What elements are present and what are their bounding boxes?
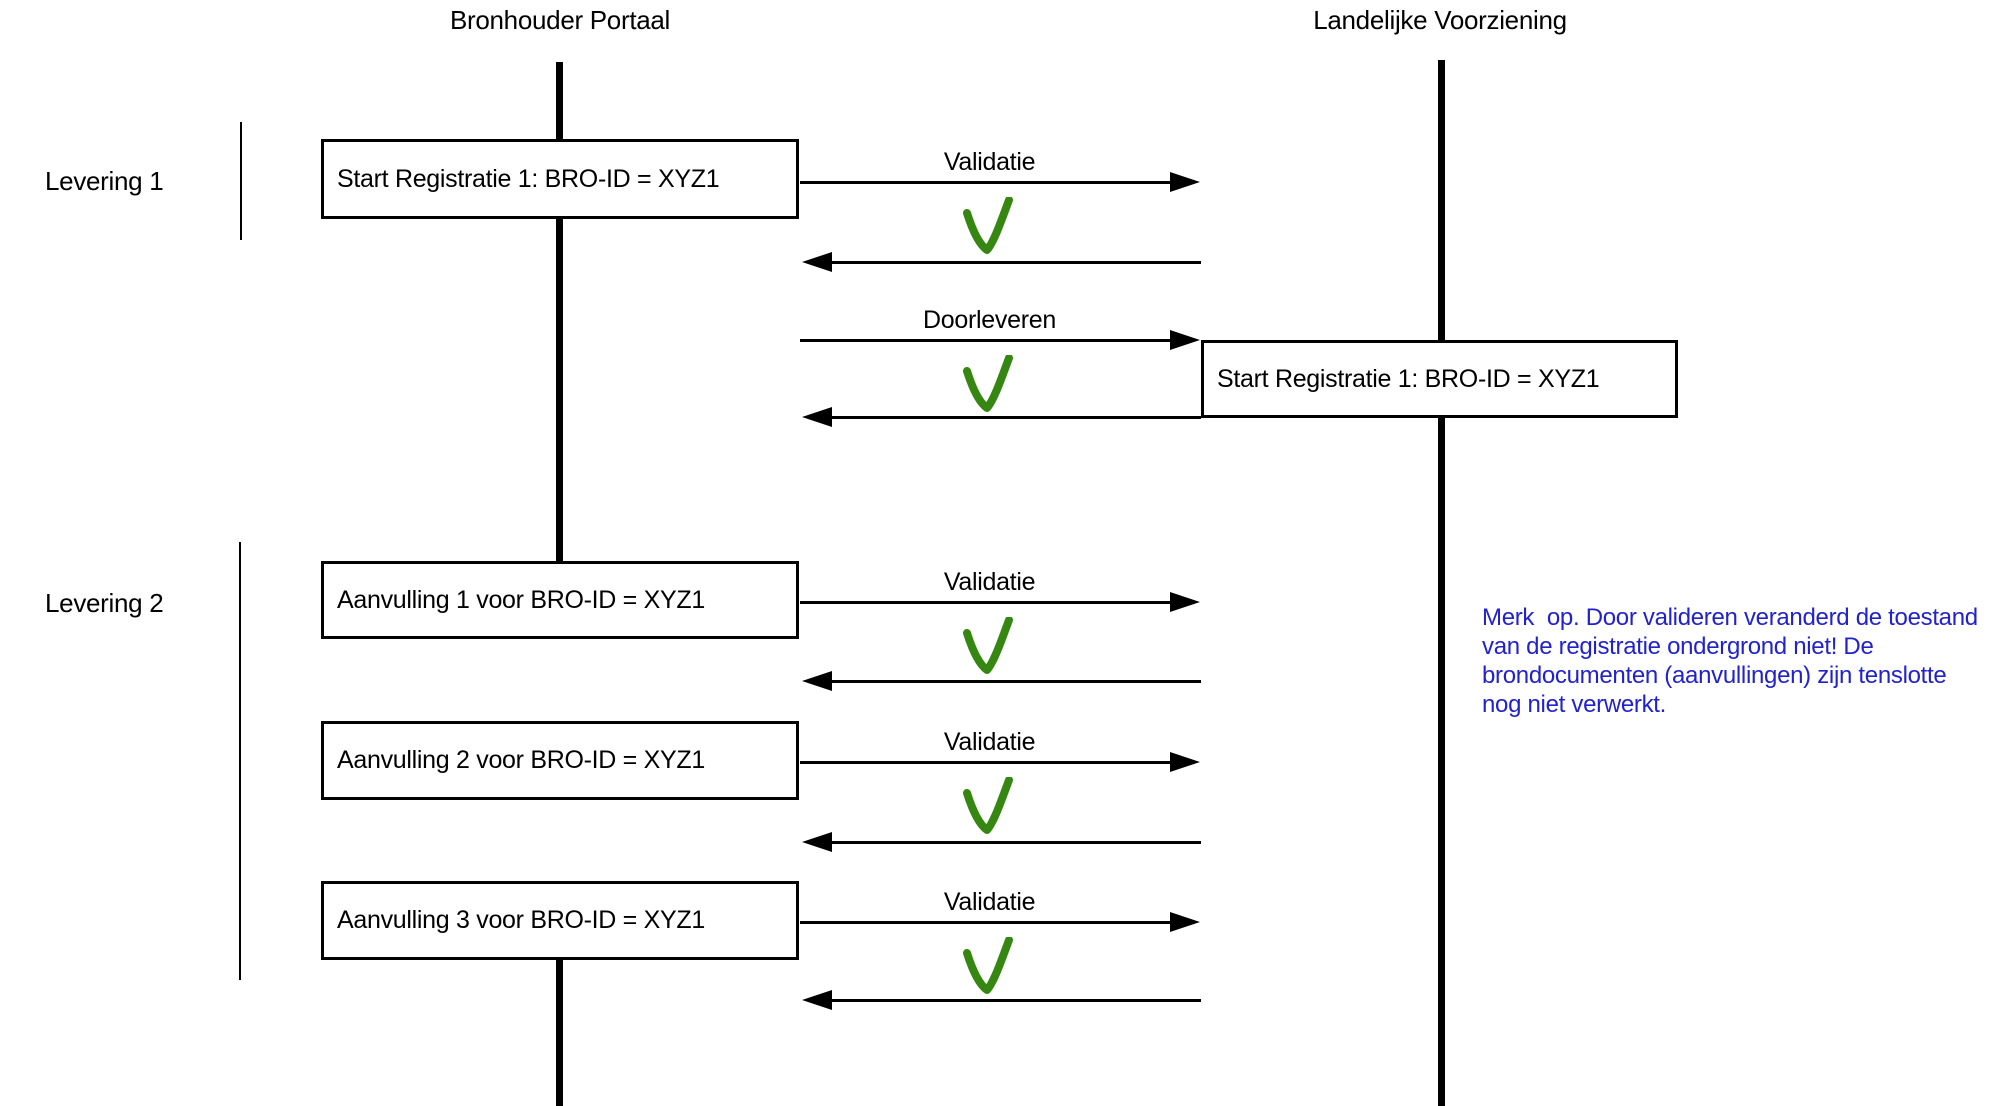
arrowhead-left-icon xyxy=(802,990,832,1010)
message-box-text: Start Registratie 1: BRO-ID = XYZ1 xyxy=(1217,364,1600,393)
checkmark-icon xyxy=(963,197,1013,254)
arrowhead-left-icon xyxy=(802,671,832,691)
response-arrow-line xyxy=(828,999,1201,1002)
lifeline-landelijke-segment xyxy=(1438,418,1445,1106)
message-label-validatie: Validatie xyxy=(943,888,1036,916)
arrowhead-right-icon xyxy=(1170,912,1200,932)
response-arrow-line xyxy=(828,416,1201,419)
message-label-doorleveren: Doorleveren xyxy=(923,306,1056,334)
note-line: van de registratie ondergrond niet! De xyxy=(1482,633,1874,660)
checkmark-icon xyxy=(963,777,1013,834)
message-box-start-registratie-right: Start Registratie 1: BRO-ID = XYZ1 xyxy=(1201,340,1678,418)
request-arrow-line xyxy=(800,761,1174,764)
lifeline-bronhouder-segment xyxy=(556,960,563,1106)
arrowhead-left-icon xyxy=(802,832,832,852)
lifeline-bronhouder-segment xyxy=(556,219,563,561)
arrowhead-right-icon xyxy=(1170,752,1200,772)
note-text: Merk op. Door valideren veranderd de toe… xyxy=(1482,603,2002,719)
request-arrow-line xyxy=(800,339,1174,342)
lifeline-landelijke-segment xyxy=(1438,60,1445,340)
message-label-validatie: Validatie xyxy=(943,568,1036,596)
message-box-text: Start Registratie 1: BRO-ID = XYZ1 xyxy=(337,164,720,193)
message-box-text: Aanvulling 2 voor BRO-ID = XYZ1 xyxy=(337,746,705,774)
checkmark-icon xyxy=(963,937,1013,994)
message-box-aanvulling-3: Aanvulling 3 voor BRO-ID = XYZ1 xyxy=(321,881,799,960)
message-label-validatie: Validatie xyxy=(943,148,1036,176)
checkmark-icon xyxy=(963,617,1013,674)
arrowhead-left-icon xyxy=(802,252,832,272)
actor-title-bronhouder-portaal: Bronhouder Portaal xyxy=(449,5,671,35)
request-arrow-line xyxy=(800,601,1174,604)
message-box-aanvulling-2: Aanvulling 2 voor BRO-ID = XYZ1 xyxy=(321,721,799,800)
arrowhead-left-icon xyxy=(802,407,832,427)
request-arrow-line xyxy=(800,921,1174,924)
group-label-levering-2: Levering 2 xyxy=(45,588,164,618)
arrowhead-right-icon xyxy=(1170,592,1200,612)
note-line: Merk op. Door valideren veranderd de toe… xyxy=(1482,604,1978,631)
response-arrow-line xyxy=(828,841,1201,844)
message-box-start-registratie-left: Start Registratie 1: BRO-ID = XYZ1 xyxy=(321,139,799,219)
message-box-aanvulling-1: Aanvulling 1 voor BRO-ID = XYZ1 xyxy=(321,561,799,639)
note-line: nog niet verwerkt. xyxy=(1482,691,1667,718)
group-bracket-levering-2 xyxy=(239,542,241,980)
response-arrow-line xyxy=(828,680,1201,683)
group-label-levering-1: Levering 1 xyxy=(45,166,164,196)
arrowhead-right-icon xyxy=(1170,330,1200,350)
response-arrow-line xyxy=(828,261,1201,264)
request-arrow-line xyxy=(800,181,1174,184)
arrowhead-right-icon xyxy=(1170,172,1200,192)
message-label-validatie: Validatie xyxy=(943,728,1036,756)
checkmark-icon xyxy=(963,355,1013,412)
group-bracket-levering-1 xyxy=(240,122,242,240)
actor-title-landelijke-voorziening: Landelijke Voorziening xyxy=(1313,5,1567,35)
message-box-text: Aanvulling 1 voor BRO-ID = XYZ1 xyxy=(337,585,705,614)
message-box-text: Aanvulling 3 voor BRO-ID = XYZ1 xyxy=(337,906,705,934)
note-line: brondocumenten (aanvullingen) zijn tensl… xyxy=(1482,662,1947,689)
lifeline-bronhouder-segment xyxy=(556,62,563,140)
